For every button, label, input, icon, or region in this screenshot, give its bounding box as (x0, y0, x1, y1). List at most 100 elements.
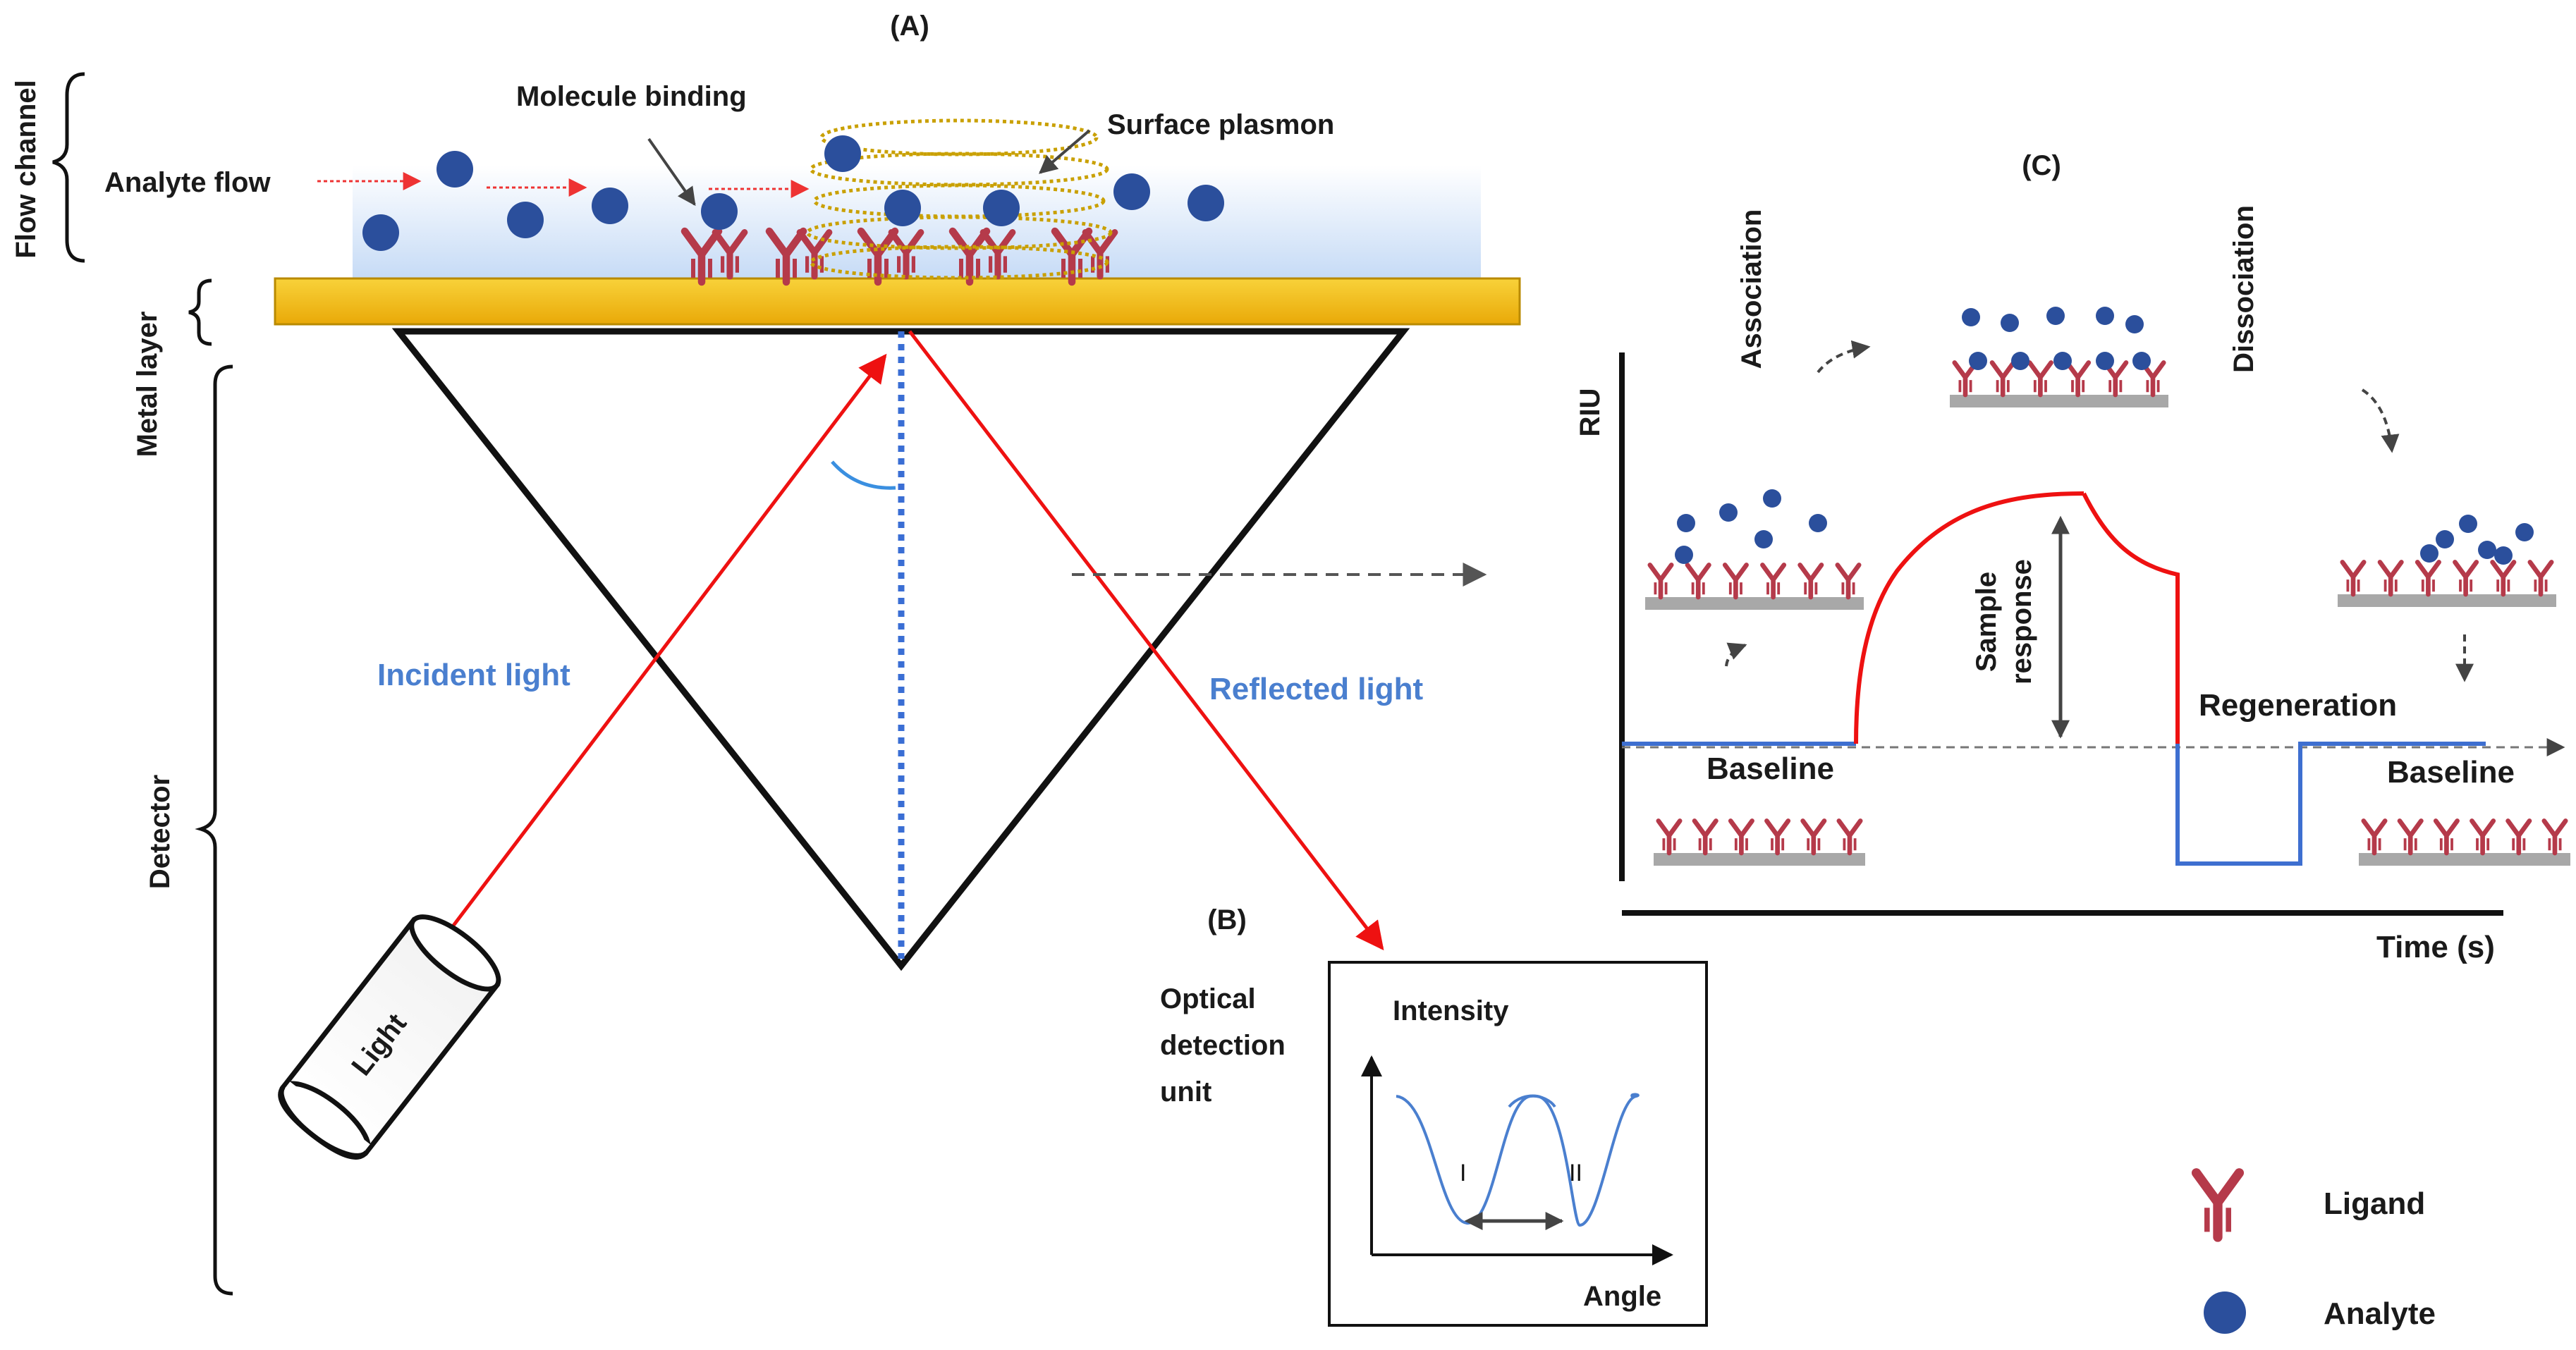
ligand-icon (2380, 562, 2401, 594)
optical-unit-label-1: Optical (1160, 983, 1256, 1014)
dissociation-label: Dissociation (2228, 205, 2259, 373)
optical-unit-label-2: detection (1160, 1030, 1286, 1061)
sensorgram-association (1854, 491, 2084, 744)
mini-surface-dissociation (2338, 515, 2556, 607)
analyte-icon (1677, 514, 1695, 532)
ligand-icon (2436, 821, 2457, 853)
metal-layer (274, 277, 1521, 326)
analyte-icon (2053, 352, 2072, 370)
ligand-icon (1800, 565, 1821, 597)
ligand-icon (2417, 562, 2438, 594)
analyte-icon (2459, 515, 2477, 533)
analyte-icon (2125, 315, 2144, 333)
optical-detection-unit-box (1328, 961, 1708, 1327)
analyte-icon (1763, 489, 1781, 508)
metal-layer-label: Metal layer (132, 312, 163, 458)
panel-c-y-label: RIU (1575, 388, 1606, 437)
dissociation-step-arrow (2361, 388, 2400, 453)
reflected-light-ray (908, 330, 1384, 951)
sensor-surface (1950, 395, 2168, 407)
mini-surface-baseline-left (1654, 821, 1865, 866)
analyte-icon (2494, 546, 2513, 565)
analyte-icon (1809, 514, 1827, 532)
reflected-light-label: Reflected light (1209, 672, 1423, 706)
ligand-icon (1803, 821, 1824, 853)
mini-surface-association (1645, 489, 1864, 610)
sensorgram-dissociation (2082, 492, 2180, 744)
ligand-icon (1838, 565, 1859, 597)
analyte-flow-arrows (317, 172, 810, 198)
legend-ligand-label: Ligand (2324, 1186, 2425, 1221)
legend-analyte-icon (2204, 1291, 2246, 1334)
ligand-icon (2364, 821, 2385, 853)
analyte-icon (2420, 544, 2438, 563)
analyte-icon (1719, 503, 1738, 522)
ligand-icon (1766, 821, 1788, 853)
ligand-icon (2472, 821, 2493, 853)
light-source (278, 914, 501, 1160)
panel-a-label: (A) (890, 11, 929, 42)
sensorgram-regeneration (2175, 742, 2486, 866)
incident-light-label: Incident light (377, 658, 570, 692)
detector-bracket (195, 364, 233, 1296)
ligand-icon (2067, 362, 2088, 395)
sample-response-label-2: response (2006, 559, 2037, 685)
mini-surface-saturation (1950, 307, 2168, 407)
mini-surface-baseline-right (2359, 821, 2570, 866)
optical-unit-label-3: unit (1160, 1076, 1211, 1107)
surface-plasmon-label: Surface plasmon (1107, 109, 1334, 140)
ligand-icon (1762, 565, 1783, 597)
surface-plasmon-coil (805, 118, 1113, 280)
ligand-icon (2493, 562, 2514, 594)
panel-b-label: (B) (1207, 904, 1247, 935)
baseline-to-association-arrow (1725, 642, 1747, 667)
ligand-icon (2029, 362, 2051, 395)
molecule-binding-pointer (647, 137, 696, 207)
panel-c-label: (C) (2022, 150, 2061, 181)
analyte-icon (2096, 352, 2114, 370)
metal-layer-bracket (188, 278, 212, 346)
sensor-surface (2338, 594, 2556, 607)
baseline-right-label: Baseline (2387, 755, 2515, 790)
ligand-icon (2400, 821, 2421, 853)
ligand-icon (1695, 821, 1716, 853)
analyte-icon (1962, 308, 1980, 326)
legend-analyte-label: Analyte (2324, 1296, 2436, 1331)
sensor-surface (1645, 597, 1864, 610)
analyte-icon (1675, 546, 1693, 564)
sample-response-label-1: Sample (1971, 572, 2002, 672)
analyte-icon (2132, 352, 2151, 370)
regeneration-label: Regeneration (2199, 688, 2397, 723)
analyte-icon (2001, 314, 2019, 332)
analyte-icon (2011, 352, 2029, 370)
ligand-icon (1725, 565, 1746, 597)
surface-plasmon-pointer (1039, 129, 1091, 174)
ligand-icon (2455, 562, 2476, 594)
analyte-flow-label: Analyte flow (104, 167, 271, 198)
sensor-surface (1654, 853, 1865, 866)
legend-ligand-icon (2197, 1173, 2240, 1237)
analyte-icon (2478, 541, 2496, 559)
panel-c-x-label: Time (s) (2376, 930, 2495, 964)
panel-b-y-label: Intensity (1393, 995, 1509, 1026)
ligand-icon (2530, 562, 2551, 594)
incidence-angle-arc (831, 460, 896, 490)
association-step-arrow (1817, 340, 1871, 374)
ligand-icon (1730, 821, 1752, 853)
flow-channel-label: Flow channel (11, 80, 42, 258)
analyte-icon (1969, 352, 1987, 370)
ligand-icon (1659, 821, 1680, 853)
analyte-icon (2436, 530, 2454, 548)
ligand-icon (2544, 821, 2565, 853)
flow-analytes (362, 135, 1224, 251)
analyte-icon (2096, 307, 2114, 325)
ligand-icon (1839, 821, 1860, 853)
intensity-curve-2 (1508, 1093, 1640, 1227)
association-label: Association (1736, 209, 1767, 369)
ligand-icon (2343, 562, 2364, 594)
detector-label: Detector (145, 775, 176, 889)
flow-channel-bracket (52, 72, 85, 263)
analyte-icon (2515, 523, 2534, 541)
dip-2-label: II (1569, 1160, 1582, 1186)
